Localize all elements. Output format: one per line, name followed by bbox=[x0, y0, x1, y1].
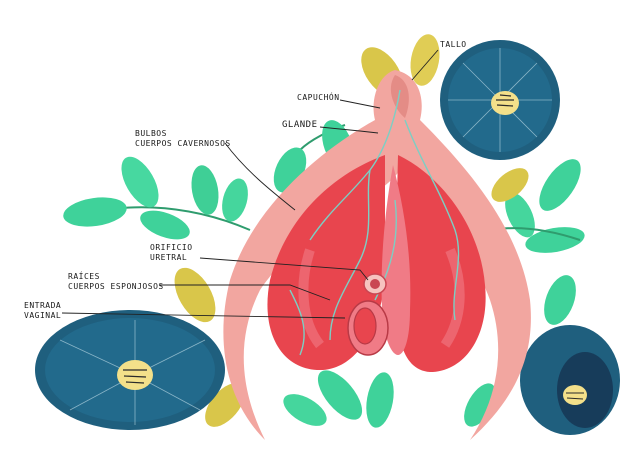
label-tallo: TALLO bbox=[440, 40, 467, 49]
clitoris-body bbox=[223, 70, 531, 440]
top-right-flower bbox=[440, 40, 560, 160]
urethral-orifice bbox=[363, 273, 387, 295]
label-raices: RAÍCES bbox=[68, 272, 100, 281]
bottom-right-flower bbox=[520, 325, 620, 435]
label-cuerpos-cavernosos: CUERPOS CAVERNOSOS bbox=[135, 139, 231, 148]
label-cuerpos-esponjosos: CUERPOS ESPONJOSOS bbox=[68, 282, 164, 291]
vaginal-entrance bbox=[347, 300, 389, 356]
label-orificio: ORIFICIO bbox=[150, 243, 193, 252]
bottom-left-flower bbox=[35, 310, 225, 430]
label-entrada: ENTRADA bbox=[24, 301, 62, 310]
label-capuchon: CAPUCHÓN bbox=[297, 93, 340, 102]
leader-lines bbox=[61, 49, 439, 319]
label-vaginal: VAGINAL bbox=[24, 311, 62, 320]
label-uretral: URETRAL bbox=[150, 253, 188, 262]
bottom-leaves bbox=[283, 370, 496, 428]
label-glande: GLANDE bbox=[282, 120, 318, 130]
right-leaf-branch bbox=[489, 159, 585, 325]
label-bulbos: BULBOS bbox=[135, 129, 167, 138]
